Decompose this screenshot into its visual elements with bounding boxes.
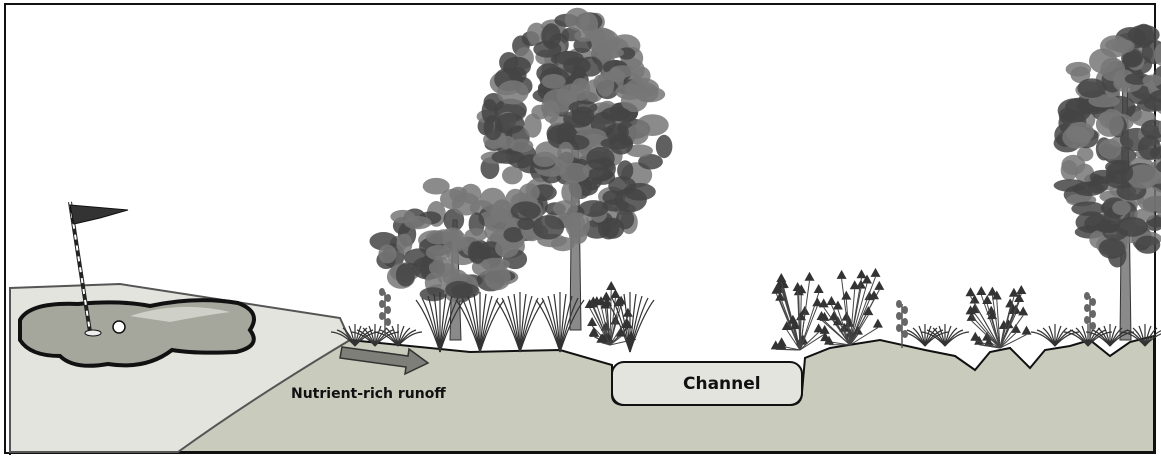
channel-label: Channel [683, 374, 761, 394]
golf-ball-icon [113, 321, 125, 333]
runoff-label: Nutrient-rich runoff [291, 386, 446, 402]
